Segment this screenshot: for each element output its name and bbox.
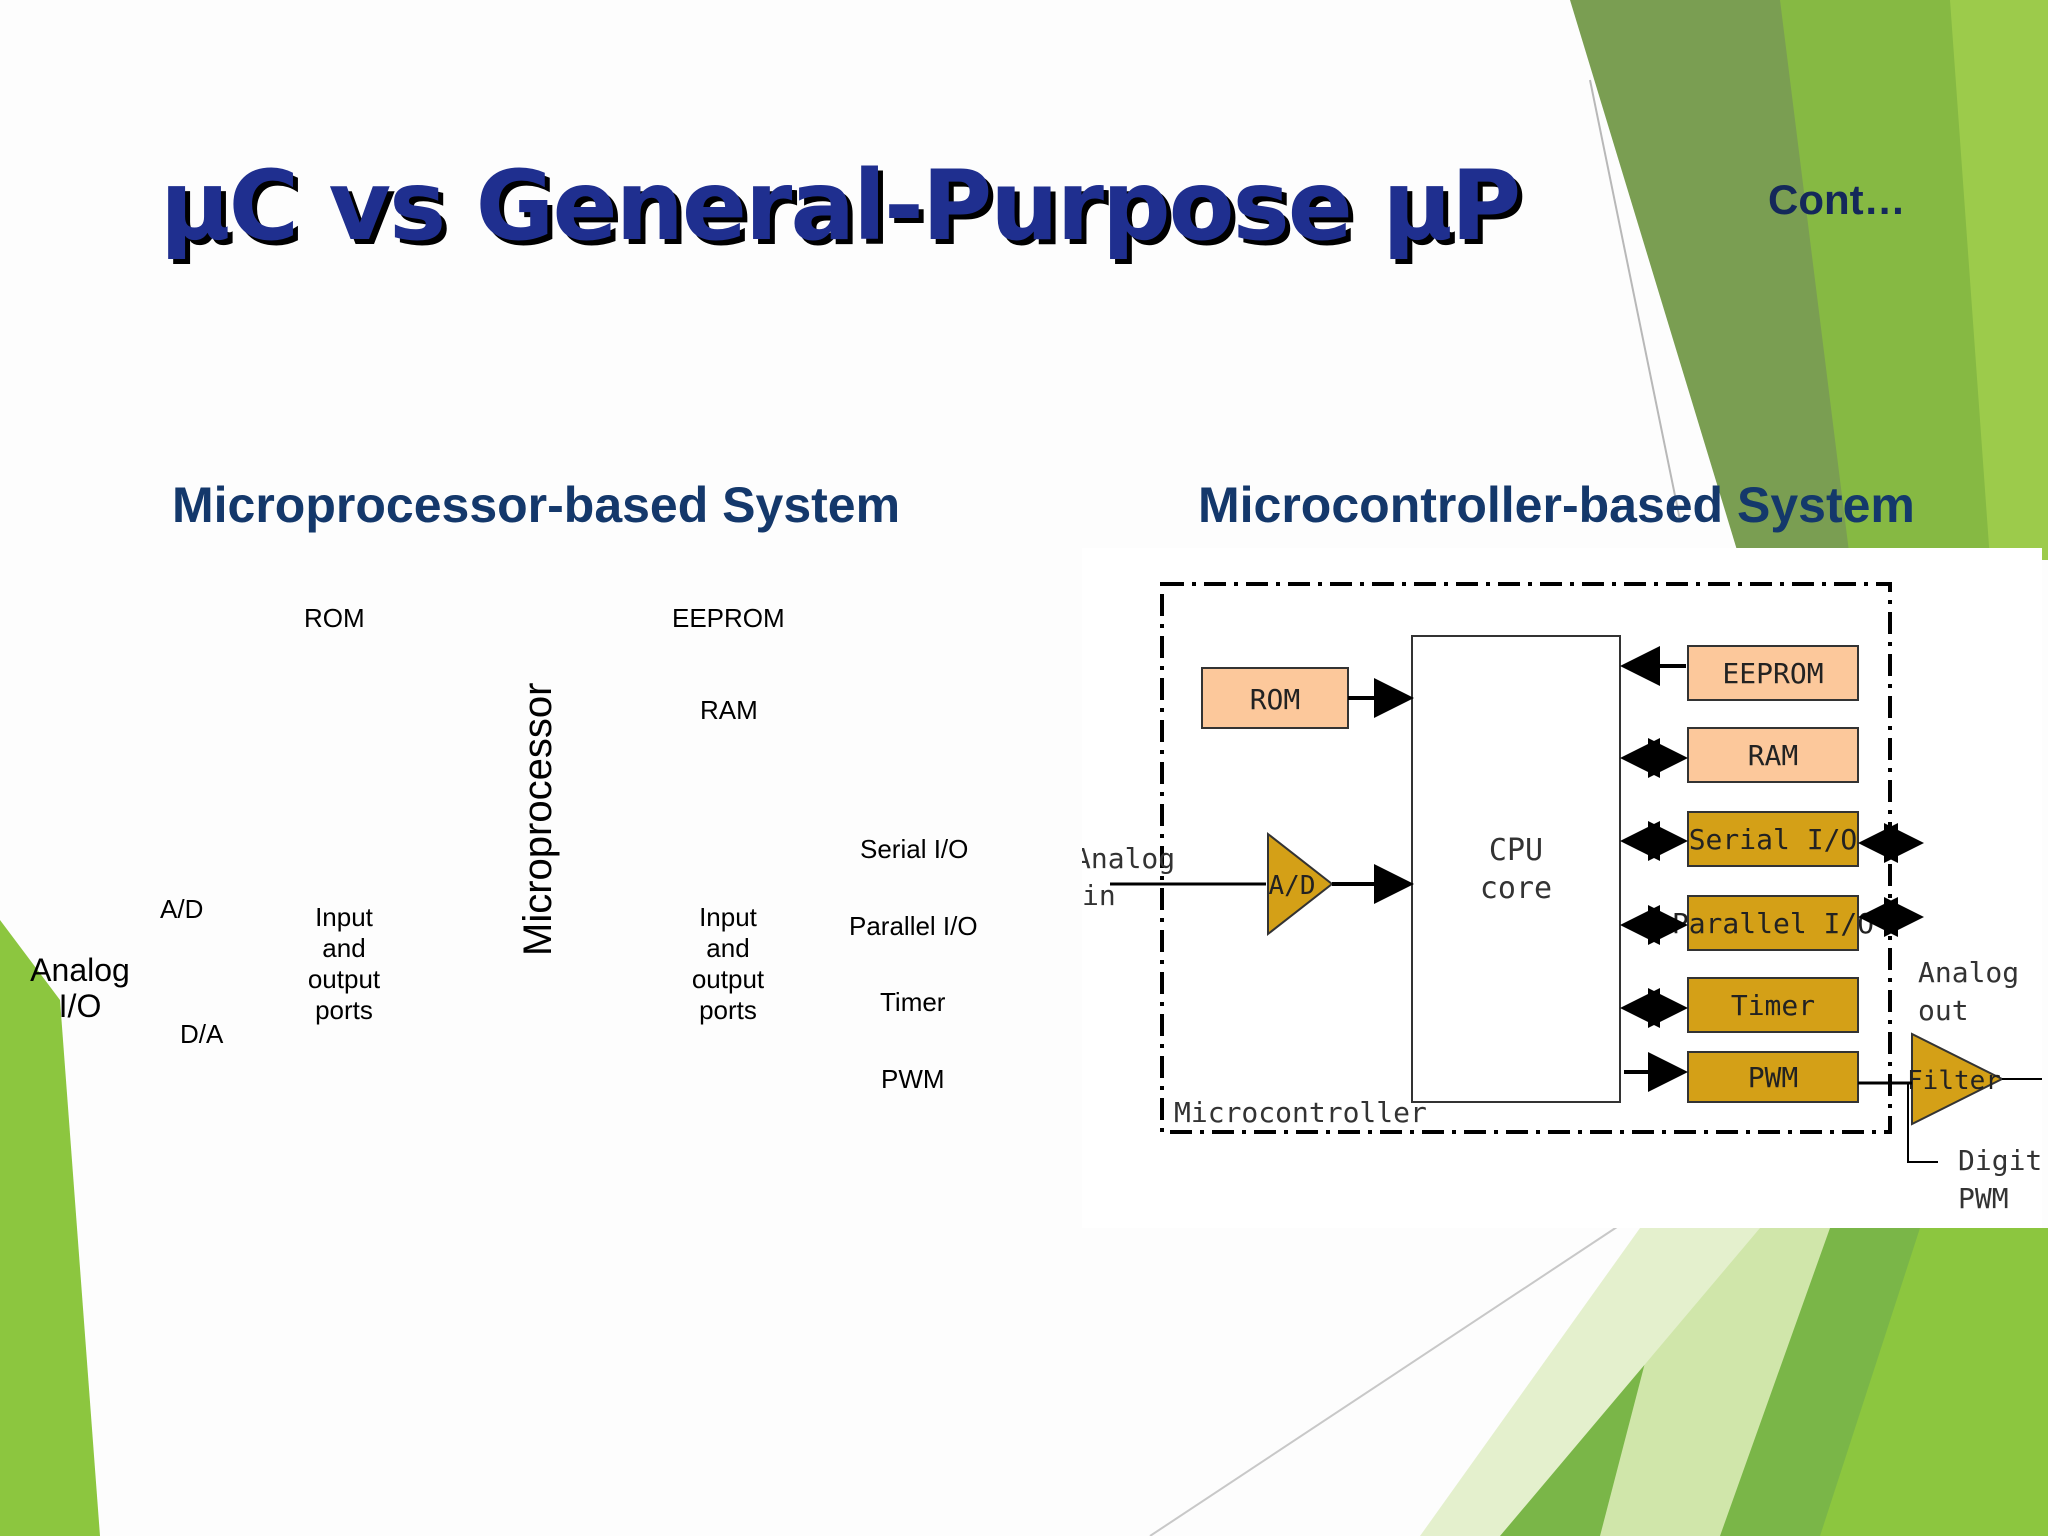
ram-label: RAM [700,695,758,725]
serial-io-label: Serial I/O [860,834,969,864]
timer-label: Timer [880,987,946,1017]
microcontroller-boundary [1160,582,1892,1134]
ad-converter-shape [1267,831,1334,937]
continued-label: Cont… [1768,176,1906,223]
ad-converter-label: A/D [1269,871,1316,901]
cpu-core-label-2: core [1480,871,1552,906]
microcontroller-diagram: CPU core ROM EEPROM RAM Serial I/O Paral… [1082,548,2042,1228]
rom-box-label: ROM [1250,683,1301,716]
rom-label: ROM [304,603,365,633]
eeprom-label: EEPROM [672,603,785,633]
analog-out-label-2: out [1918,994,1969,1027]
pwm-box [1687,1051,1859,1103]
pwm-label: PWM [881,1064,945,1094]
input-output-ports-label-2: Input and output ports [691,902,765,1025]
ram-box-label: RAM [1748,739,1799,772]
parallel-io-box-label: Parallel I/O [1672,907,1874,940]
serial-io-box-label: Serial I/O [1689,823,1858,856]
slide-title: µC vs General-Purpose µP [160,150,1521,262]
ad-label: A/D [160,894,204,924]
analog-in-label-2: in [1082,879,1116,912]
timer-box [1687,977,1859,1033]
digital-pwm-label-1: Digital [1958,1144,2042,1177]
microprocessor-label: Microprocessor [516,682,560,956]
analog-out-label-1: Analog [1918,956,2019,989]
digital-pwm-label-2: PWM [1958,1182,2009,1215]
eeprom-box-label: EEPROM [1722,657,1823,690]
ram-box [1687,727,1859,783]
parallel-io-label: Parallel I/O [849,911,978,941]
da-label: D/A [180,1019,224,1049]
eeprom-box [1687,645,1859,701]
filter-shape [1911,1032,2005,1126]
pwm-box-label: PWM [1748,1061,1799,1094]
microcontroller-label: Microcontroller [1174,1096,1427,1129]
input-output-ports-label: Input and output ports [307,902,381,1025]
filter-label: Filter [1907,1066,2001,1096]
cpu-core-box [1411,635,1621,1103]
microprocessor-heading: Microprocessor-based System [172,477,901,533]
analog-io-label: Analog I/O [30,952,130,1024]
timer-box-label: Timer [1731,989,1815,1022]
analog-in-label-1: Analog [1082,842,1175,875]
cpu-core-label-1: CPU [1489,833,1543,868]
microcontroller-heading: Microcontroller-based System [1198,477,1915,533]
